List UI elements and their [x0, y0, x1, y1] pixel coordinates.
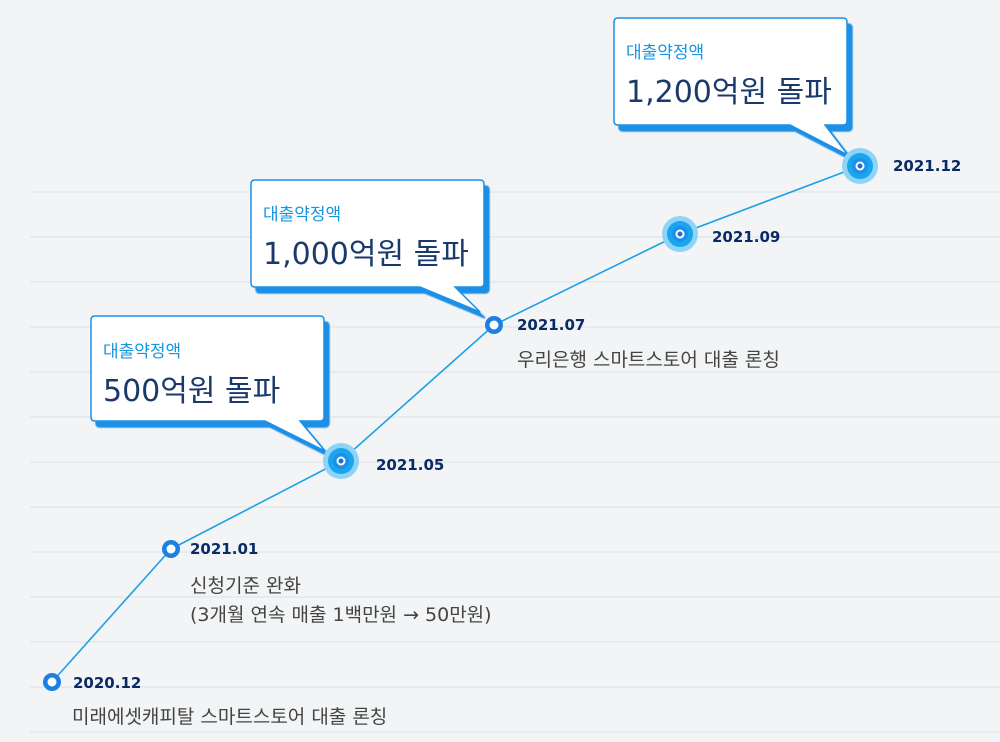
background-gridlines	[30, 191, 1000, 733]
milestone-date: 2021.01	[190, 540, 259, 558]
callout-label: 대출약정액	[626, 43, 705, 63]
callout-box	[90, 315, 326, 452]
callout-shape	[613, 17, 849, 156]
milestone-marker	[842, 148, 878, 184]
milestone-marker	[43, 673, 61, 691]
callout-box	[613, 17, 849, 156]
marker-ring	[166, 544, 176, 554]
milestone-date: 2021.07	[517, 316, 586, 334]
callouts-layer	[90, 17, 849, 452]
description-line: 우리은행 스마트스토어 대출 론칭	[517, 349, 780, 371]
milestone-description: 신청기준 완화 (3개월 연속 매출 1백만원 → 50만원)	[190, 572, 492, 630]
callout-text: 대출약정액 500억원 돌파	[103, 337, 280, 410]
marker-ring	[857, 163, 863, 169]
callout-text: 대출약정액 1,000억원 돌파	[263, 200, 469, 273]
description-line: 신청기준 완화	[190, 575, 301, 597]
milestone-date: 2021.05	[376, 456, 445, 474]
callout-box	[250, 179, 485, 313]
milestone-date: 2020.12	[73, 674, 142, 692]
milestone-date: 2021.12	[893, 157, 962, 175]
milestone-marker	[162, 540, 180, 558]
milestone-marker	[662, 216, 698, 252]
markers-layer	[43, 148, 878, 691]
callout-label: 대출약정액	[263, 205, 342, 225]
milestone-marker	[323, 443, 359, 479]
callout-shape	[250, 179, 485, 313]
marker-ring	[338, 458, 344, 464]
callout-value: 500억원 돌파	[103, 374, 281, 409]
milestone-date: 2021.09	[712, 228, 781, 246]
description-line: 미래에셋캐피탈 스마트스토어 대출 론칭	[72, 706, 388, 728]
callout-label: 대출약정액	[103, 342, 182, 362]
description-line: (3개월 연속 매출 1백만원 → 50만원)	[190, 604, 492, 626]
milestone-description: 미래에셋캐피탈 스마트스토어 대출 론칭	[72, 703, 387, 732]
callout-text: 대출약정액 1,200억원 돌파	[626, 38, 832, 111]
milestone-marker	[485, 316, 503, 334]
callout-shape	[90, 315, 326, 452]
callout-value: 1,000억원 돌파	[263, 237, 469, 272]
milestone-description: 우리은행 스마트스토어 대출 론칭	[517, 346, 780, 375]
marker-ring	[677, 231, 683, 237]
callout-value: 1,200억원 돌파	[626, 75, 832, 110]
marker-ring	[47, 677, 57, 687]
timeline-connector-line	[51, 165, 861, 683]
marker-ring	[489, 320, 499, 330]
